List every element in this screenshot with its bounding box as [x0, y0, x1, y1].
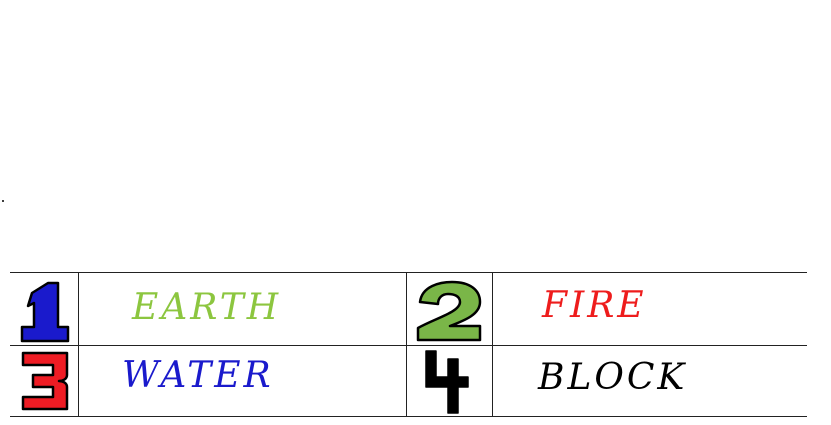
grid-divider-2 [406, 272, 407, 417]
number-2-cell: 2 [412, 278, 486, 344]
grid-line-top [10, 272, 807, 273]
word-fire-text: FIRE [542, 285, 647, 326]
number-3-cell: 3 [18, 348, 72, 414]
number-1-glyph: 1 [18, 279, 70, 343]
word-water-text: WATER [122, 355, 274, 396]
grid-divider-1 [78, 272, 79, 417]
stray-dot [2, 200, 4, 202]
word-block-text: BLOCK [538, 357, 688, 398]
word-grid: 1 EARTH 2 FIRE 3 WATER 4 BLOCK [10, 272, 807, 417]
number-4-text: 4 [422, 349, 423, 350]
number-2-glyph: 2 [414, 280, 482, 342]
grid-divider-3 [492, 272, 493, 417]
word-block: BLOCK [538, 360, 687, 396]
number-1-text: 1 [18, 279, 19, 280]
word-water: WATER [122, 358, 274, 394]
word-earth: EARTH [132, 290, 281, 326]
number-4-glyph: 4 [422, 349, 469, 414]
number-3-text: 3 [19, 349, 20, 350]
number-1-cell: 1 [18, 278, 72, 344]
grid-line-middle [10, 345, 807, 346]
grid-line-bottom [10, 416, 807, 417]
number-2-text: 2 [414, 280, 415, 281]
number-4-cell: 4 [414, 348, 480, 416]
number-3-glyph: 3 [19, 349, 69, 411]
word-fire: FIRE [542, 288, 647, 324]
word-earth-text: EARTH [132, 287, 282, 328]
